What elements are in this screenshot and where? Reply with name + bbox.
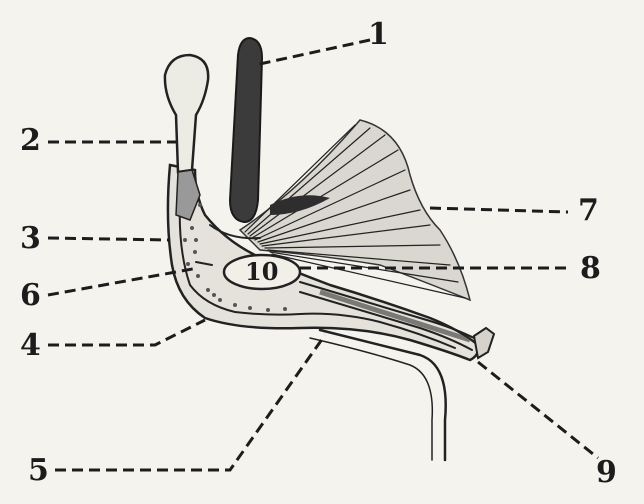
label-1: 1: [368, 17, 389, 52]
label-9: 9: [596, 455, 617, 490]
label-10: 10: [245, 257, 278, 286]
label-5: 5: [28, 453, 49, 488]
label-4: 4: [20, 328, 41, 363]
label-3: 3: [20, 221, 41, 256]
label-8: 8: [580, 251, 601, 286]
label-2: 2: [20, 123, 41, 158]
leader-3: [48, 238, 170, 240]
label-7: 7: [578, 193, 599, 228]
label-6: 6: [20, 278, 41, 313]
